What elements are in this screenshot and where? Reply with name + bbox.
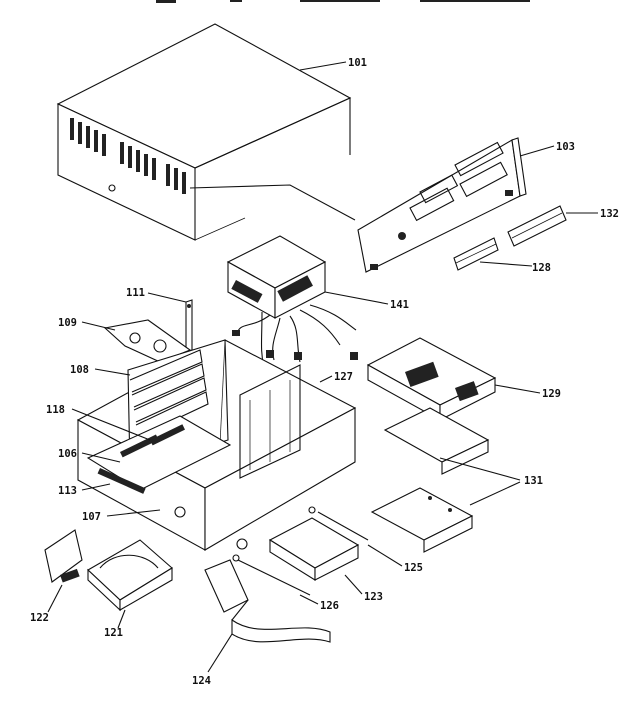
callout-127: 127 [334,371,353,383]
callout-123: 123 [364,591,383,603]
drive-bracket-lower [370,487,474,553]
slot-bracket [185,299,193,353]
callout-106: 106 [58,448,77,460]
callout-111: 111 [126,287,145,299]
top-cover [56,23,356,241]
blank-plate-132 [507,205,567,247]
floppy-drive [366,337,497,421]
top-header-fragments [156,0,530,3]
leader-lines [47,61,598,673]
callout-107: 107 [82,511,101,523]
callout-103: 103 [556,141,575,153]
callout-128: 128 [532,262,551,274]
hard-drive-assembly [268,506,369,581]
ribbon-cable [204,559,331,643]
drive-rail-bracket [44,529,83,583]
hard-disk [87,539,173,612]
callout-126: 126 [320,600,339,612]
callout-121: 121 [104,627,123,639]
front-bezel [357,137,527,273]
motherboard [86,415,248,550]
drive-cage [239,364,301,479]
power-supply [226,235,358,369]
cover-vent-slots [70,118,186,194]
callout-108: 108 [70,364,89,376]
callout-118: 118 [46,404,65,416]
callout-122: 122 [30,612,49,624]
callout-125: 125 [404,562,423,574]
main-chassis [76,339,357,551]
callout-labels: 101 103 132 128 141 111 109 108 127 129 … [30,57,619,687]
blank-plate-128 [453,237,499,271]
callout-113: 113 [58,485,77,497]
drive-cable [232,554,311,596]
callout-124: 124 [192,675,211,687]
callout-131: 131 [524,475,543,487]
callout-101: 101 [348,57,367,69]
callout-141: 141 [390,299,409,311]
drive-bracket-upper [383,407,490,475]
callout-109: 109 [58,317,77,329]
callout-132: 132 [600,208,619,220]
callout-129: 129 [542,388,561,400]
